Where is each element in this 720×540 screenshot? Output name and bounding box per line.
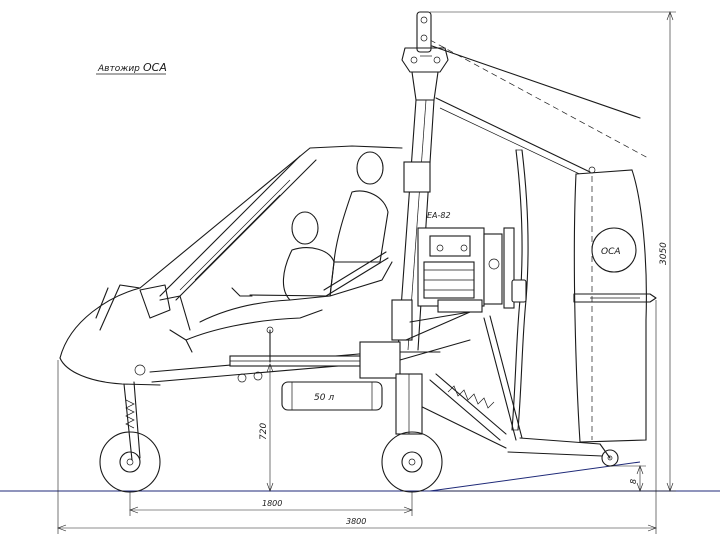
fuel-tank: 50 л	[281, 381, 383, 411]
dimension-overall-length: 3800	[57, 300, 657, 534]
wheelbase-value: 1800	[262, 499, 282, 508]
tail-stay-cable	[435, 97, 591, 173]
rear-seat	[323, 151, 393, 297]
title-name: ОСА	[143, 61, 167, 74]
tail-boom	[407, 315, 603, 457]
tail-clearance-value: 8	[629, 479, 638, 484]
suspension-strut	[429, 373, 507, 441]
title-prefix: Автожир	[97, 64, 140, 74]
propeller	[511, 149, 529, 431]
overall-length-value: 3800	[346, 517, 366, 526]
front-seat	[169, 211, 335, 353]
fuel-tank-label: 50 л	[314, 393, 334, 403]
rotor	[416, 11, 649, 159]
dimension-overall-height: 3050	[430, 11, 676, 492]
keel-frame	[149, 311, 471, 383]
nose-wheel	[99, 364, 161, 493]
tail-slope-line	[429, 461, 641, 492]
mast	[391, 99, 435, 351]
dimension-tail-clearance: 8	[610, 465, 646, 492]
tail-fin-label: ОСА	[601, 247, 621, 257]
fuselage	[59, 145, 403, 386]
main-wheel	[381, 373, 443, 493]
tail-fin: ОСА	[573, 166, 657, 443]
tail-wheel	[599, 443, 619, 467]
dimension-wheel-height: 720	[259, 363, 274, 492]
overall-height-value: 3050	[659, 242, 669, 265]
dimension-wheelbase: 1800	[129, 492, 413, 516]
rotor-head	[401, 47, 449, 101]
wheel-height-value: 720	[259, 423, 269, 440]
drawing-title: Автожир ОСА	[96, 61, 167, 75]
engine-label: ЕА-82	[427, 211, 451, 220]
engine: ЕА-82	[417, 211, 515, 313]
